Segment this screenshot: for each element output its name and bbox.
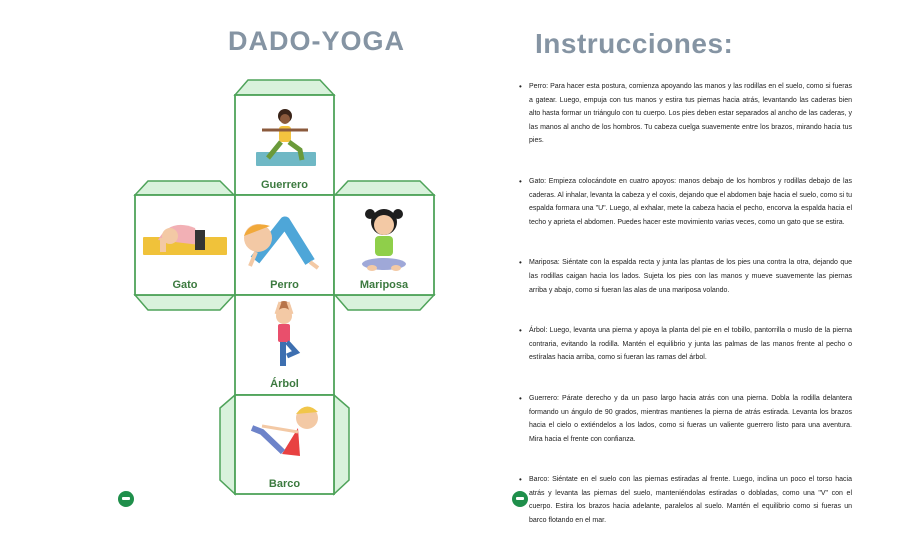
label-gato: Gato [172, 279, 197, 291]
label-guerrero: Guerrero [261, 179, 308, 191]
leaf-badge-icon [512, 491, 528, 507]
leaf-badge-icon [118, 491, 134, 507]
perro-illustration [244, 216, 320, 270]
instruction-item-perro: Perro: Para hacer esta postura, comienza… [519, 80, 852, 148]
label-perro: Perro [270, 279, 299, 291]
instruction-item-barco: Barco: Siéntate en el suelo con las pier… [519, 473, 852, 527]
face-barco [234, 394, 335, 495]
instruction-item-arbol: Árbol: Luego, levanta una pierna y apoya… [519, 324, 852, 365]
label-barco: Barco [269, 478, 300, 490]
tab-right-bottom [333, 294, 436, 311]
instruction-item-gato: Gato: Empieza colocándote en cuatro apoy… [519, 175, 852, 229]
page-title-instrucciones: Instrucciones: [535, 28, 734, 59]
tab-right-top [333, 180, 436, 196]
mariposa-illustration [362, 209, 406, 271]
tab-left-bottom [133, 294, 236, 311]
face-labels: Guerrero Gato Perro Mariposa Árbol Barco [172, 179, 409, 490]
right-page: Instrucciones: Perro: Para hacer esta po… [455, 0, 910, 549]
tab-bottom-right [333, 393, 350, 496]
tab-bottom-left [219, 393, 236, 496]
left-page: DADO-YOGA [0, 0, 455, 549]
barco-illustration [250, 406, 318, 456]
guerrero-illustration [256, 109, 316, 166]
instruction-item-guerrero: Guerrero: Párate derecho y da un paso la… [519, 392, 852, 446]
tab-top [233, 79, 336, 96]
label-mariposa: Mariposa [360, 279, 409, 291]
page-title-dado-yoga: DADO-YOGA [228, 26, 405, 56]
gato-illustration [143, 224, 227, 255]
tab-left-top [133, 180, 236, 196]
arbol-illustration [274, 301, 301, 366]
instruction-item-mariposa: Mariposa: Siéntate con la espalda recta … [519, 256, 852, 297]
label-arbol: Árbol [270, 377, 299, 390]
instructions-list: Perro: Para hacer esta postura, comienza… [517, 80, 852, 555]
